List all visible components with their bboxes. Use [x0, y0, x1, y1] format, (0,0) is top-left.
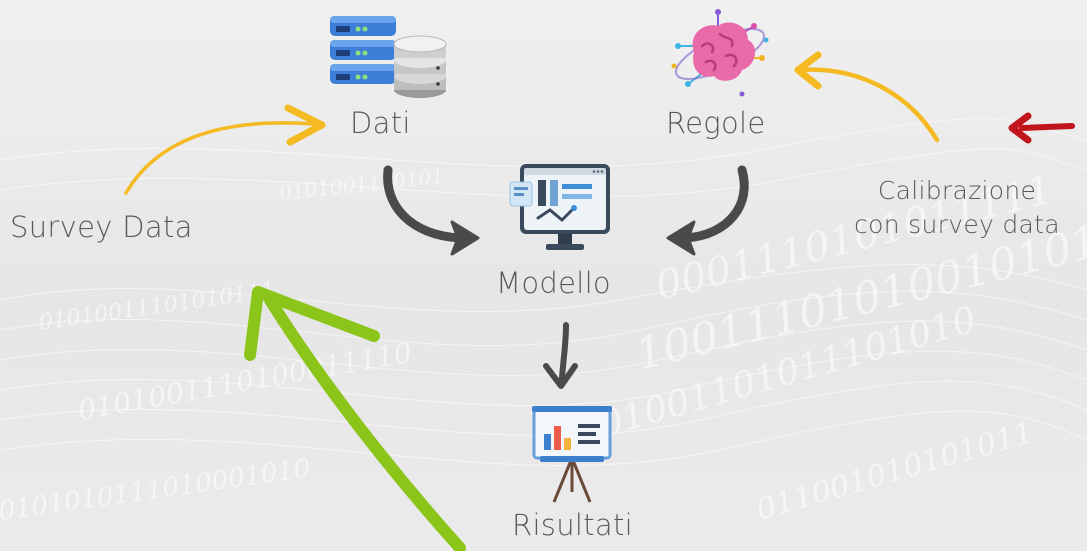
node-label-regole: Regole [666, 106, 766, 140]
arrow-red-input-head [1008, 112, 1032, 144]
arrow-modello-to-risultati-head [543, 363, 578, 389]
arrow-risultati-to-survey-head [244, 286, 380, 361]
node-label-dati: Dati [350, 106, 411, 140]
node-label-modello: Modello [496, 266, 611, 300]
arrow-survey-to-dati [124, 121, 316, 195]
node-label-calibrazione: Calibrazione con survey data [834, 174, 1080, 242]
brain-icon [671, 9, 769, 97]
node-label-risultati: Risultati [512, 508, 634, 542]
node-label-survey-data: Survey Data [10, 210, 193, 244]
arrow-risultati-to-survey [264, 294, 466, 551]
calibrazione-line-1: Calibrazione [877, 176, 1037, 205]
arrow-dati-to-modello [383, 165, 465, 243]
arrow-regole-to-modello-head [666, 220, 696, 256]
arrow-red-input [1019, 123, 1075, 131]
arrow-calibrazione-to-regole-head [794, 51, 822, 90]
database-server-icon [330, 16, 447, 98]
arrow-regole-to-modello [681, 165, 749, 243]
monitor-dashboard-icon [509, 164, 610, 250]
arrow-modello-to-risultati [559, 322, 569, 381]
presentation-board-icon [532, 406, 612, 503]
arrow-dati-to-modello-head [450, 220, 480, 256]
arrow-survey-to-dati-head [284, 104, 326, 146]
calibrazione-line-2: con survey data [854, 210, 1060, 239]
arrow-calibrazione-to-regole [797, 67, 940, 143]
